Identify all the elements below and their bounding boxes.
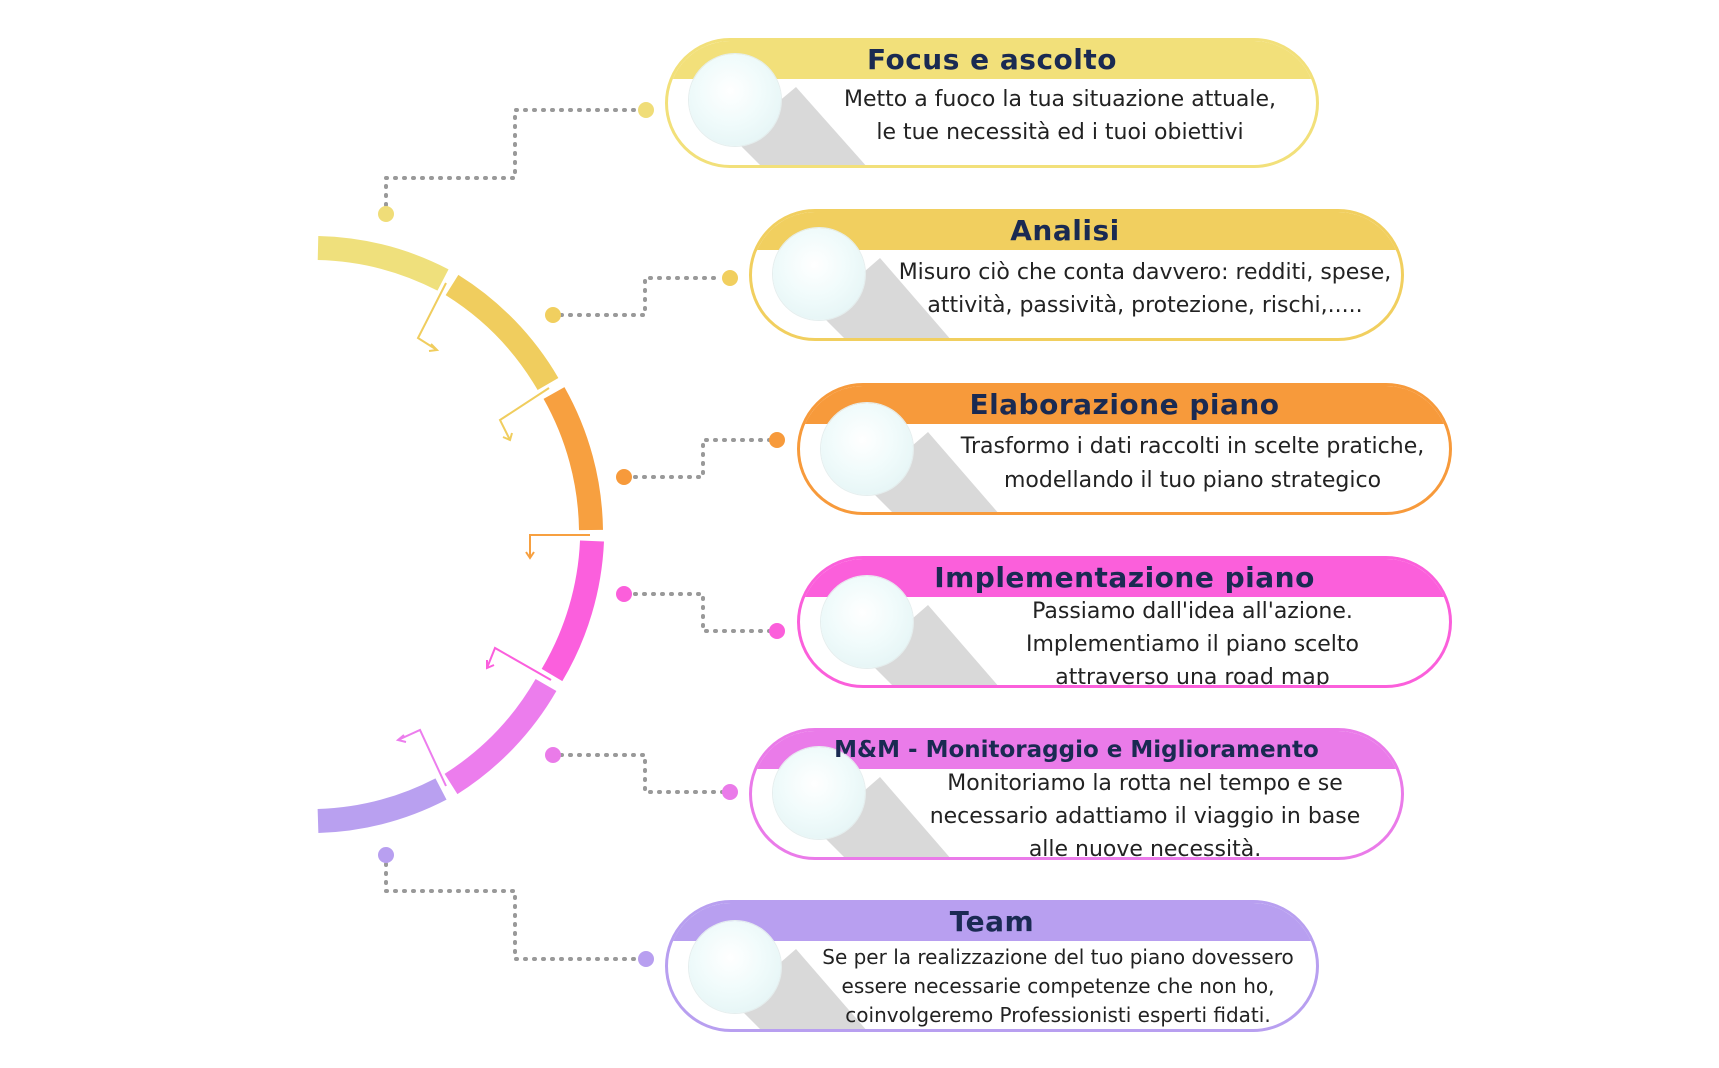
step-title-band: [668, 41, 1316, 79]
step-description-line: attività, passività, protezione, rischi,…: [927, 293, 1363, 318]
connector-5: [550, 753, 732, 794]
dot-3b: [769, 432, 785, 448]
dot-1a: [378, 206, 394, 222]
dot-2a: [545, 307, 561, 323]
circle-shadow: [818, 777, 950, 857]
step-description-line: Passiamo dall'idea all'azione.: [1032, 599, 1353, 624]
step-card-5: M&M - Monitoraggio e Miglioramento Monit…: [749, 728, 1404, 860]
arc-segment-1: [317, 236, 449, 291]
dot-2b: [722, 270, 738, 286]
step-description: Metto a fuoco la tua situazione attuale,…: [801, 83, 1316, 149]
step-title: Team: [949, 905, 1035, 938]
step-title-band: [752, 731, 1401, 769]
dot-6b: [638, 951, 654, 967]
step-description-line: modellando il tuo piano strategico: [1003, 468, 1382, 493]
step-title-band: [800, 559, 1449, 597]
step-card-6: Team Se per la realizzazione del tuo pia…: [665, 900, 1319, 1032]
dot-6a: [378, 847, 394, 863]
step-description-line: essere necessarie competenze che non ho,: [841, 974, 1275, 998]
step-title: Elaborazione piano: [969, 388, 1280, 421]
step-description-line: attraverso una road map: [1055, 665, 1330, 688]
step-circle-icon: [821, 576, 913, 668]
step-circle-icon: [689, 54, 781, 146]
dot-1b: [638, 102, 654, 118]
step-description-line: alle nuove necessità.: [1028, 837, 1262, 860]
hook-arrow-1: [416, 282, 447, 352]
step-card-1: Focus e ascolto Metto a fuoco la tua sit…: [665, 38, 1319, 168]
step-description: Monitoriamo la rotta nel tempo e se nece…: [885, 767, 1401, 860]
arc-segment-5: [444, 678, 557, 795]
step-description-line: necessario adattiamo il viaggio in base: [929, 804, 1361, 829]
arc-segment-2: [445, 274, 559, 391]
step-description-line: coinvolgeremo Professionisti esperti fid…: [845, 1003, 1271, 1027]
step-description-line: le tue necessità ed i tuoi obiettivi: [876, 120, 1244, 145]
step-circle-icon: [773, 228, 865, 320]
step-title-band: [752, 212, 1401, 250]
connector-4: [624, 592, 780, 633]
arc-segment-4: [541, 540, 604, 682]
step-description-line: Trasformo i dati raccolti in scelte prat…: [960, 434, 1425, 459]
circle-shadow: [734, 949, 866, 1029]
step-description-line: Misuro ciò che conta davvero: redditi, s…: [898, 260, 1392, 285]
step-description: Trasformo i dati raccolti in scelte prat…: [933, 430, 1449, 498]
step-circle-icon: [773, 747, 865, 839]
step-description-line: Se per la realizzazione del tuo piano do…: [822, 945, 1294, 969]
arc-segment-6: [317, 778, 447, 833]
step-title: Analisi: [1010, 214, 1120, 247]
connector-2: [550, 276, 722, 317]
circle-shadow: [866, 432, 998, 512]
step-title: Focus e ascolto: [866, 43, 1118, 76]
step-card-2: Analisi Misuro ciò che conta davvero: re…: [749, 209, 1404, 341]
step-description-line: Implementiamo il piano scelto: [1025, 632, 1359, 657]
step-circle-icon: [821, 403, 913, 495]
step-title-band: [668, 903, 1316, 941]
dot-5a: [545, 747, 561, 763]
step-description: Passiamo dall'idea all'azione. Implement…: [933, 595, 1449, 688]
step-description-line: Monitoriamo la rotta nel tempo e se: [947, 771, 1343, 796]
step-card-4: Implementazione piano Passiamo dall'idea…: [797, 556, 1452, 688]
connector-3: [624, 438, 780, 479]
dot-4b: [769, 623, 785, 639]
hook-arrow-3: [525, 534, 590, 560]
hook-arrow-2: [498, 387, 550, 442]
step-circle-icon: [689, 921, 781, 1013]
circle-shadow: [734, 87, 866, 165]
dot-3a: [616, 469, 632, 485]
step-description-line: Metto a fuoco la tua situazione attuale,: [843, 87, 1277, 112]
circle-shadow: [818, 258, 950, 338]
step-description: Se per la realizzazione del tuo piano do…: [796, 943, 1316, 1029]
arc-segment-3: [543, 387, 603, 531]
dot-4a: [616, 586, 632, 602]
circle-shadow: [866, 605, 998, 685]
step-title: M&M - Monitoraggio e Miglioramento: [834, 737, 1319, 763]
step-title: Implementazione piano: [934, 561, 1315, 594]
connector-6: [384, 853, 637, 961]
connector-1: [384, 108, 637, 216]
hook-arrow-5: [395, 728, 447, 787]
hook-arrow-4: [486, 646, 552, 681]
step-title-band: [800, 386, 1449, 424]
dot-5b: [722, 784, 738, 800]
step-card-3: Elaborazione piano Trasformo i dati racc…: [797, 383, 1452, 515]
step-description: Misuro ciò che conta davvero: redditi, s…: [885, 256, 1401, 322]
